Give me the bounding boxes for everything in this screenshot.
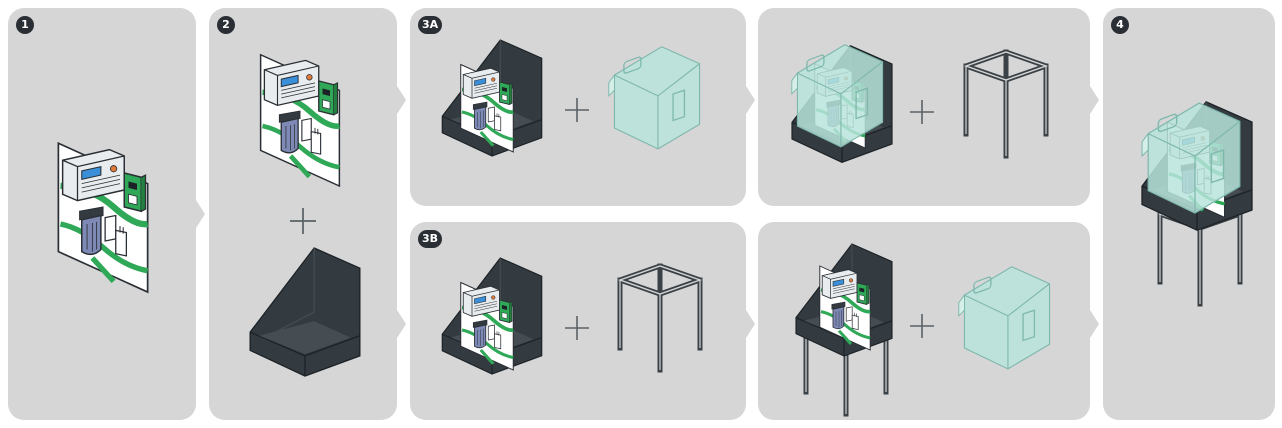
circuit-board-illustration [454,270,520,370]
glass-cover-illustration [788,30,892,154]
step-badge-4: 4 [1111,16,1129,34]
circuit-board-illustration [454,52,520,152]
chevron-right-icon [397,86,406,114]
plus-icon [565,316,589,340]
chevron-right-icon [746,86,755,114]
glass-cover-illustration [955,256,1059,372]
chevron-right-icon [196,200,205,228]
chevron-right-icon [397,310,406,338]
leg-frame-illustration [606,262,706,372]
plus-icon [565,98,589,122]
step-badge-3a: 3A [418,16,442,34]
glass-cover-illustration [605,36,709,152]
circuit-board-illustration [814,254,876,350]
leg-frame-illustration [952,48,1052,158]
step-badge-2: 2 [217,16,235,34]
circuit-board-illustration [48,122,158,292]
glass-cover-illustration [1138,86,1250,222]
chevron-right-icon [746,310,755,338]
step-badge-1: 1 [16,16,34,34]
plus-icon [290,208,316,234]
housing-illustration [250,248,360,376]
plus-icon [910,314,934,338]
step-badge-3b: 3B [418,230,442,248]
chevron-right-icon [1090,310,1099,338]
plus-icon [910,100,934,124]
chevron-right-icon [1090,86,1099,114]
circuit-board-illustration [250,36,350,186]
